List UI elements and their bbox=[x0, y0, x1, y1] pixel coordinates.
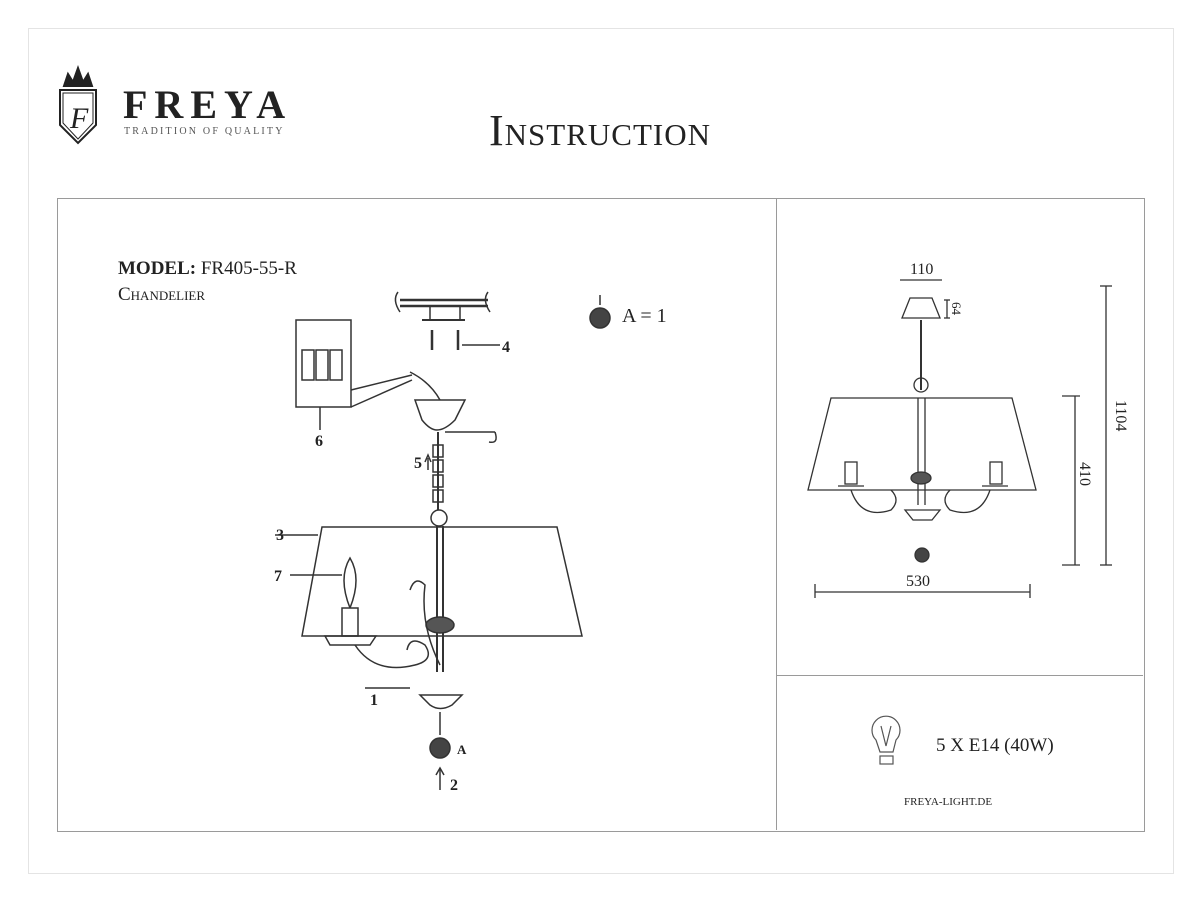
model-label: MODEL: bbox=[118, 258, 197, 279]
callout-2: 2 bbox=[450, 777, 458, 794]
page-title: Instruction bbox=[489, 106, 711, 155]
model-number: FR405-55-R bbox=[200, 258, 297, 279]
dimension-labels: 110 64 1104 410 530 bbox=[906, 261, 1129, 590]
callout-7: 7 bbox=[274, 568, 282, 585]
callout-6: 6 bbox=[315, 433, 323, 450]
bulb-icon bbox=[871, 715, 901, 765]
callout-3: 3 bbox=[276, 527, 284, 544]
callout-5: 5 bbox=[414, 455, 422, 472]
logo-crest-icon: F bbox=[59, 65, 97, 145]
brand-name: FREYA bbox=[123, 82, 293, 127]
divider-vertical bbox=[776, 198, 777, 830]
callout-4: 4 bbox=[502, 339, 510, 356]
logo-monogram: F bbox=[69, 102, 89, 135]
content-frame bbox=[57, 198, 1145, 832]
brand-tagline: TRADITION OF QUALITY bbox=[124, 126, 285, 137]
page-border bbox=[28, 28, 1174, 874]
callout-labels: 1 2 3 4 5 6 7 A bbox=[274, 339, 510, 794]
dim-top-width: 110 bbox=[910, 261, 933, 278]
dim-body-height: 410 bbox=[1076, 462, 1093, 486]
callout-A: A bbox=[457, 742, 467, 757]
pendant-note: A = 1 bbox=[622, 305, 667, 327]
dim-width: 530 bbox=[906, 573, 930, 590]
website: FREYA-LIGHT.DE bbox=[904, 796, 993, 808]
model-line: MODEL: FR405-55-R bbox=[118, 258, 297, 280]
callout-1: 1 bbox=[370, 692, 378, 709]
dimension-drawing bbox=[807, 279, 1112, 598]
dim-total-height: 1104 bbox=[1112, 400, 1129, 431]
divider-horizontal bbox=[776, 675, 1143, 676]
dim-canopy-height: 64 bbox=[949, 302, 964, 316]
lamp-spec: 5 X E14 (40W) bbox=[936, 735, 1054, 756]
model-type: Chandelier bbox=[118, 284, 206, 305]
assembly-drawing bbox=[275, 291, 611, 790]
